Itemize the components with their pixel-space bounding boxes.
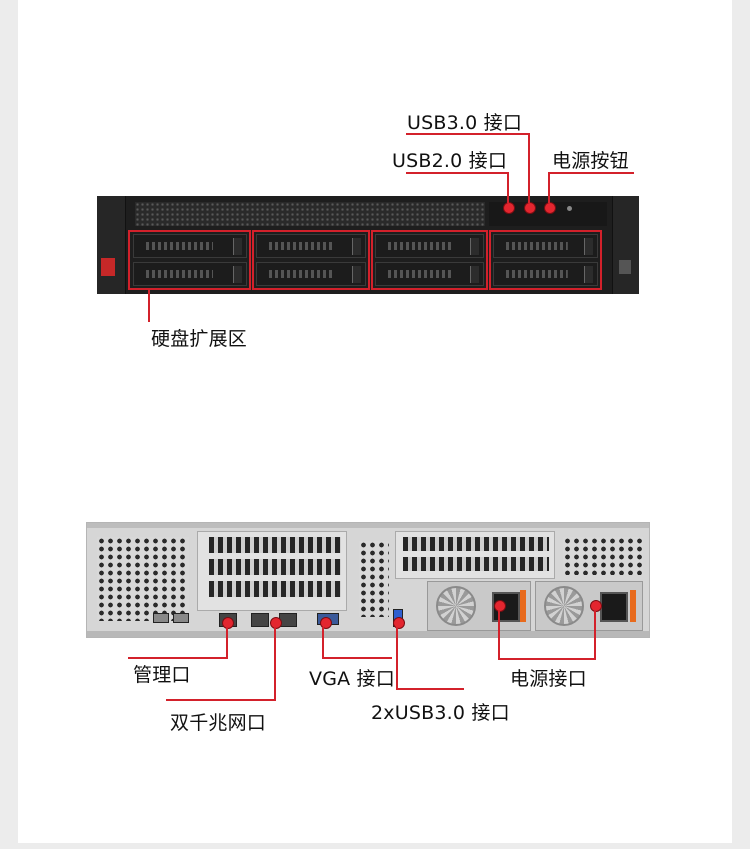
drive-tray[interactable] [375,234,484,258]
rear-right-vent [563,537,643,575]
psu-fan-icon [436,586,476,626]
usb3-callout-line [528,133,530,203]
drive-tray[interactable] [256,262,366,286]
power-button-callout-line [548,172,634,174]
usb3-rear-label: 2xUSB3.0 接口 [371,702,510,724]
ethernet-port[interactable] [251,613,269,627]
power-supply-1 [427,581,531,631]
rear-top-rim [87,523,649,528]
power-socket-callout-line [498,658,596,660]
pcie-slot [403,557,549,571]
left-rack-ear [97,196,126,294]
usb3-rear-callout-line [396,688,464,690]
psu-latch[interactable] [630,590,636,622]
pcie-slot [209,537,341,553]
usb2-port-marker [503,202,515,214]
usb3-rear-callout-line [396,627,398,690]
rear-left-vent [97,537,189,621]
rear-middle-vent [359,541,389,617]
mgmt-callout-line [226,627,228,659]
usb2-label: USB2.0 接口 [392,150,508,172]
pcie-slot [403,537,549,551]
drive-tray[interactable] [256,234,366,258]
front-vent [135,202,485,226]
ethernet-callout-line [166,699,276,701]
rear-usb-port[interactable] [153,613,169,623]
right-rack-ear [612,196,639,294]
power-button-label: 电源按钮 [552,150,629,172]
drive-tray[interactable] [133,262,247,286]
power-socket-marker [494,600,506,612]
drive-bay-label: 硬盘扩展区 [151,328,248,350]
usb3-label: USB3.0 接口 [407,112,523,134]
mgmt-port-marker [222,617,234,629]
rear-usb-port[interactable] [173,613,189,623]
usb2-callout-line [406,172,509,174]
status-led [567,206,572,211]
vga-callout-line [322,627,324,659]
usb2-callout-line [507,172,509,203]
model-tag [619,260,631,274]
server-rear-view [86,522,650,638]
server-front-view [97,196,639,294]
vga-port-label: VGA 接口 [309,668,395,690]
drive-bay-group-1 [128,230,251,290]
drive-tray[interactable] [375,262,484,286]
ethernet-callout-line [274,627,276,701]
power-button-callout-line [548,172,550,203]
gigabit-ports-label: 双千兆网口 [170,712,267,734]
brand-logo [101,258,115,276]
psu-fan-icon [544,586,584,626]
mgmt-callout-line [128,657,228,659]
vga-callout-line [322,657,392,659]
power-socket-label: 电源接口 [510,668,587,690]
pcie-slot [209,559,341,575]
power-button-marker [544,202,556,214]
power-socket-callout-line [594,610,596,660]
power-supply-2 [535,581,643,631]
psu-socket[interactable] [600,592,628,622]
power-socket-callout-line [498,610,500,660]
power-socket-marker [590,600,602,612]
psu-latch[interactable] [520,590,526,622]
usb3-rear-marker [393,617,405,629]
drive-bay-group-2 [252,230,370,290]
usb3-port-marker [524,202,536,214]
drive-tray[interactable] [493,262,598,286]
drive-bay-callout-line [148,288,150,322]
drive-tray[interactable] [493,234,598,258]
usb3-callout-line [406,133,530,135]
pcie-slot [209,581,341,597]
vga-port-marker [320,617,332,629]
drive-tray[interactable] [133,234,247,258]
drive-bay-group-4 [489,230,602,290]
mgmt-port-label: 管理口 [133,664,191,686]
page [18,0,732,843]
ethernet-port-marker [270,617,282,629]
rear-bottom-lip [87,631,649,637]
drive-bay-group-3 [371,230,488,290]
